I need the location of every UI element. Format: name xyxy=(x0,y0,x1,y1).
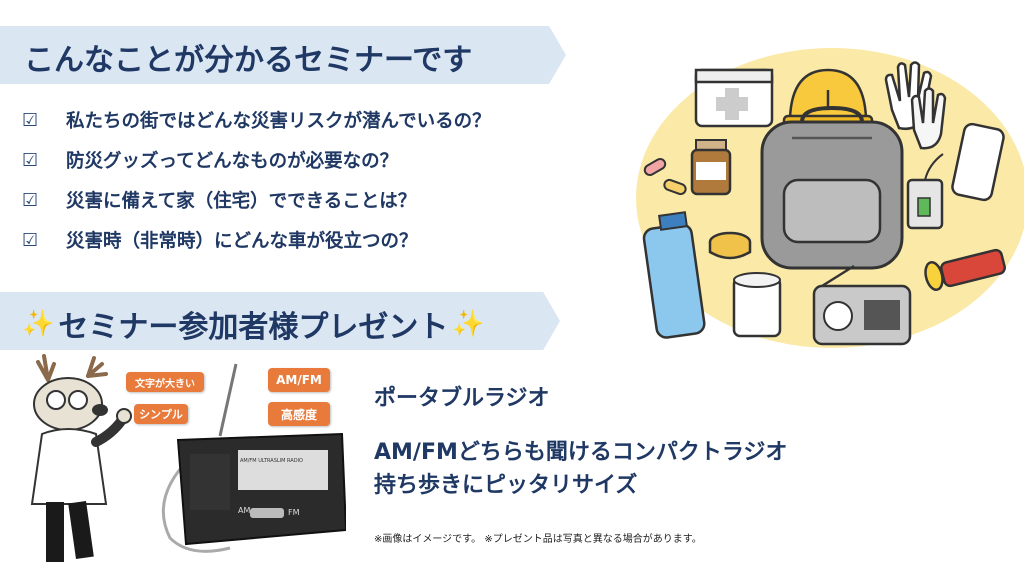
present-title-row: ✨ セミナー参加者様プレゼント ✨ xyxy=(22,302,485,346)
topic-text: 災害に備えて家（住宅）でできることは？ xyxy=(66,191,417,212)
list-item: ☑ 私たちの街ではどんな災害リスクが潜んでいるの？ xyxy=(22,100,491,140)
checkbox-icon: ☑ xyxy=(22,109,39,131)
checkbox-icon: ☑ xyxy=(22,189,39,211)
radio-fm-label: FM xyxy=(288,508,300,517)
radio-brand: AM/FM ULTRASLIM RADIO xyxy=(240,458,303,464)
tag-simple: シンプル xyxy=(134,404,188,424)
strap xyxy=(161,456,231,553)
seminar-title: こんなことが分かるセミナーです xyxy=(24,43,473,78)
sparkle-icon: ✨ xyxy=(22,309,55,339)
emergency-goods-illustration xyxy=(636,48,1024,348)
water-bottle-icon xyxy=(642,211,706,339)
medicine-bottle-icon xyxy=(690,139,732,196)
list-item: ☑ 災害に備えて家（住宅）でできることは？ xyxy=(22,180,491,220)
smartphone-icon xyxy=(951,122,1005,202)
present-title: セミナー参加者様プレゼント xyxy=(58,310,449,345)
radio-am-label: AM xyxy=(238,506,251,515)
topic-text: 災害時（非常時）にどんな車が役立つの？ xyxy=(66,231,418,252)
sparkle-icon: ✨ xyxy=(452,309,485,339)
speaker-grill xyxy=(190,454,230,510)
section-banner-present xyxy=(0,292,560,350)
product-description: AM/FMどちらも聞けるコンパクトラジオ 持ち歩きにピッタリサイズ xyxy=(374,436,787,502)
portable-radio-photo: AM/FM ULTRASLIM RADIO AM FM xyxy=(120,358,346,558)
topic-text: 私たちの街ではどんな災害リスクが潜んでいるの？ xyxy=(66,111,491,132)
description-line-1: AM/FMどちらも聞けるコンパクトラジオ xyxy=(374,440,788,465)
list-item: ☑ 災害時（非常時）にどんな車が役立つの？ xyxy=(22,220,491,260)
radio-icon xyxy=(812,264,912,346)
deer-mascot xyxy=(30,354,132,562)
toilet-paper-icon xyxy=(732,272,782,338)
radio-drawing xyxy=(161,363,346,553)
power-bank-icon xyxy=(906,153,944,230)
seminar-topic-list: ☑ 私たちの街ではどんな災害リスクが潜んでいるの？ ☑ 防災グッズってどんなもの… xyxy=(22,100,491,260)
tuning-dial xyxy=(238,450,328,490)
checkbox-icon: ☑ xyxy=(22,149,39,171)
first-aid-kit-icon xyxy=(694,68,774,128)
disclaimer-note: ※画像はイメージです。 ※プレゼント品は写真と異なる場合があります。 xyxy=(374,534,702,545)
list-item: ☑ 防災グッズってどんなものが必要なの？ xyxy=(22,140,491,180)
product-name: ポータブルラジオ xyxy=(374,386,550,411)
tag-sensitivity: 高感度 xyxy=(268,402,330,426)
checkbox-icon: ☑ xyxy=(22,229,39,251)
tag-amfm: AM/FM xyxy=(268,368,330,392)
pills-icon xyxy=(643,158,687,196)
canned-food-icon xyxy=(708,231,752,260)
tag-big-text: 文字が大きい xyxy=(126,372,204,392)
backpack-icon xyxy=(760,105,904,270)
topic-text: 防災グッズってどんなものが必要なの？ xyxy=(66,151,399,172)
section-banner-seminar xyxy=(0,26,566,84)
band-switch xyxy=(250,508,284,518)
flashlight-icon xyxy=(924,248,1006,291)
description-line-2: 持ち歩きにピッタリサイズ xyxy=(374,473,638,498)
gloves-icon xyxy=(884,61,947,150)
antenna xyxy=(218,363,238,437)
